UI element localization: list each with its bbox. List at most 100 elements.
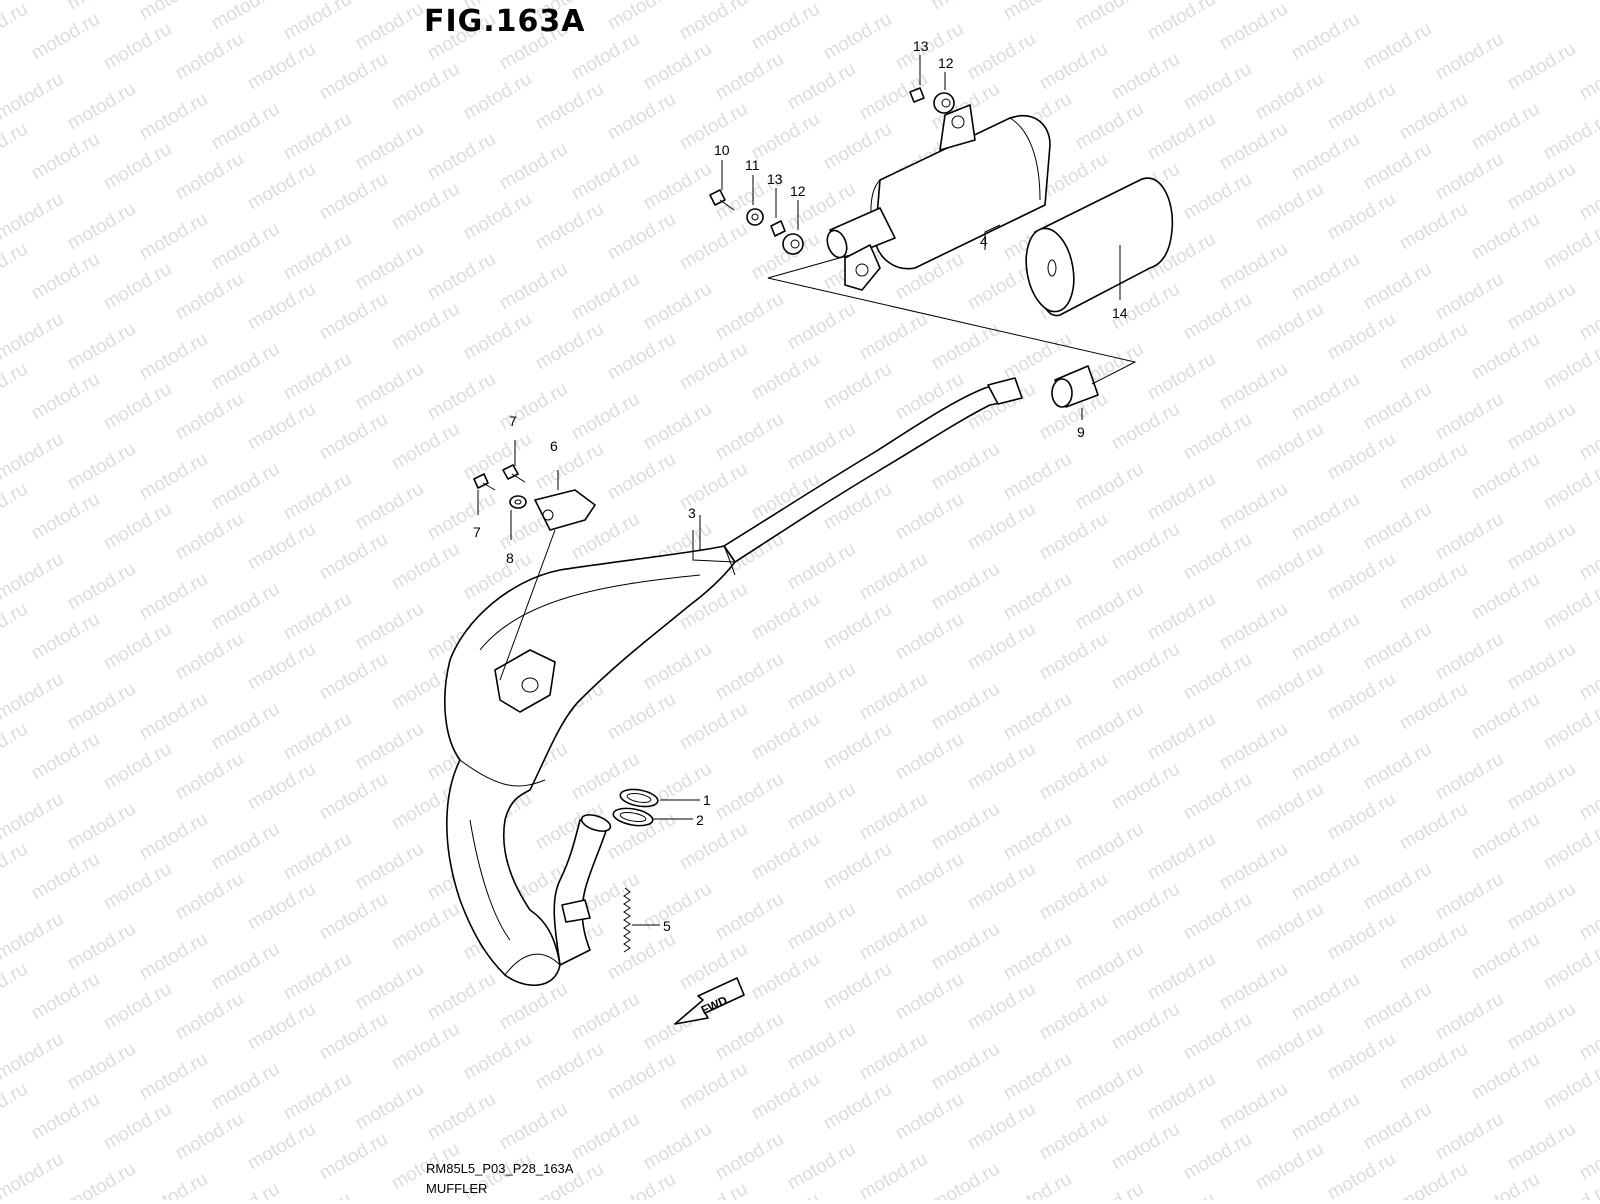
watermark-text: motod.ru [208,99,283,155]
watermark-text: motod.ru [460,189,535,245]
watermark-text: motod.ru [208,699,283,755]
silencer-part-4[interactable] [824,104,1051,291]
exhaust-pipe-part-3[interactable] [444,377,1023,987]
watermark-text: motod.ru [0,69,67,125]
watermark-text: motod.ru [280,0,355,44]
watermark-text: motod.ru [1396,1159,1471,1200]
watermark-text: motod.ru [1576,889,1600,945]
bracket-part-6[interactable] [534,489,596,531]
watermark-text: motod.ru [1396,89,1471,145]
watermark-text: motod.ru [1108,759,1183,815]
watermark-text: motod.ru [496,259,571,315]
watermark-text: motod.ru [280,949,355,1005]
watermark-text: motod.ru [1072,99,1147,155]
watermark-text: motod.ru [1000,449,1075,505]
callout-12-upper: 12 [938,55,954,71]
watermark-text: motod.ru [964,739,1039,795]
watermark-text: motod.ru [820,119,895,175]
bolt-part-7-lower[interactable] [473,473,496,491]
watermark-text: motod.ru [1108,639,1183,695]
callout-11: 11 [745,157,760,173]
watermark-text: motod.ru [352,0,427,54]
watermark-text: motod.ru [676,1059,751,1115]
watermark-text: motod.ru [0,839,31,895]
washer-part-11[interactable] [746,208,764,226]
watermark-text: motod.ru [172,749,247,805]
watermark-text: motod.ru [712,409,787,465]
watermark-text: motod.ru [460,309,535,365]
watermark-text: motod.ru [0,119,31,175]
watermark-text: motod.ru [0,309,67,365]
watermark-text: motod.ru [244,159,319,215]
watermark-text: motod.ru [1144,1189,1219,1200]
callout-13-upper: 13 [913,38,929,54]
collar-part-13-lower[interactable] [770,220,786,237]
watermark-text: motod.ru [136,929,211,985]
watermark-text: motod.ru [136,449,211,505]
watermark-text: motod.ru [208,339,283,395]
watermark-text: motod.ru [1288,729,1363,785]
grommet-part-12-lower[interactable] [782,233,804,255]
grommet-part-12-upper[interactable] [933,92,955,114]
washer-part-8[interactable] [509,495,527,509]
watermark-text: motod.ru [784,659,859,715]
watermark-text: motod.ru [136,809,211,865]
watermark-text: motod.ru [1468,689,1543,745]
watermark-text: motod.ru [676,1179,751,1200]
watermark-text: motod.ru [1216,1079,1291,1135]
watermark-text: motod.ru [856,549,931,605]
watermark-text: motod.ru [784,899,859,955]
watermark-text: motod.ru [1180,1009,1255,1065]
watermark-text: motod.ru [424,369,499,425]
callout-7-upper: 7 [509,413,517,429]
watermark-text: motod.ru [1180,529,1255,585]
watermark-text: motod.ru [1360,19,1435,75]
watermark-text: motod.ru [0,0,31,54]
watermark-text: motod.ru [568,989,643,1045]
watermark-text: motod.ru [0,549,67,605]
watermark-text: motod.ru [280,589,355,645]
bolt-part-7-upper[interactable] [502,464,526,483]
watermark-text: motod.ru [64,1159,139,1200]
gasket-part-2[interactable] [612,806,654,829]
watermark-text: motod.ru [1144,349,1219,405]
spring-part-5[interactable] [623,887,631,953]
watermark-text: motod.ru [28,729,103,785]
watermark-text: motod.ru [1324,429,1399,485]
watermark-text: motod.ru [712,1009,787,1065]
watermark-text: motod.ru [136,89,211,145]
watermark-text: motod.ru [424,129,499,185]
bolt-part-10[interactable] [709,189,735,211]
watermark-text: motod.ru [388,179,463,235]
watermark-text: motod.ru [676,339,751,395]
watermark-text: motod.ru [1360,259,1435,315]
watermark-text: motod.ru [244,39,319,95]
watermark-text: motod.ru [1504,279,1579,335]
watermark-text: motod.ru [1576,289,1600,345]
watermark-text: motod.ru [1108,1119,1183,1175]
watermark-text: motod.ru [352,1079,427,1135]
watermark-text: motod.ru [64,679,139,735]
watermark-text: motod.ru [676,219,751,275]
watermark-text: motod.ru [1180,649,1255,705]
watermark-text: motod.ru [1468,329,1543,385]
collar-part-13-upper[interactable] [909,87,925,103]
watermark-text: motod.ru [280,709,355,765]
callout-8: 8 [506,550,514,566]
watermark-text: motod.ru [1072,579,1147,635]
watermark-text: motod.ru [172,1109,247,1165]
silencer-packing-part-14[interactable] [1020,177,1174,317]
watermark-text: motod.ru [1396,799,1471,855]
watermark-text: motod.ru [1144,1069,1219,1125]
watermark-text: motod.ru [712,1129,787,1185]
seal-part-9[interactable] [1051,365,1099,408]
watermark-text: motod.ru [208,0,283,34]
watermark-text: motod.ru [1288,1089,1363,1145]
watermark-text: motod.ru [460,69,535,125]
watermark-text: motod.ru [28,849,103,905]
gasket-part-1[interactable] [619,787,659,809]
callout-9: 9 [1077,424,1085,440]
watermark-text: motod.ru [64,799,139,855]
watermark-text: motod.ru [712,289,787,345]
